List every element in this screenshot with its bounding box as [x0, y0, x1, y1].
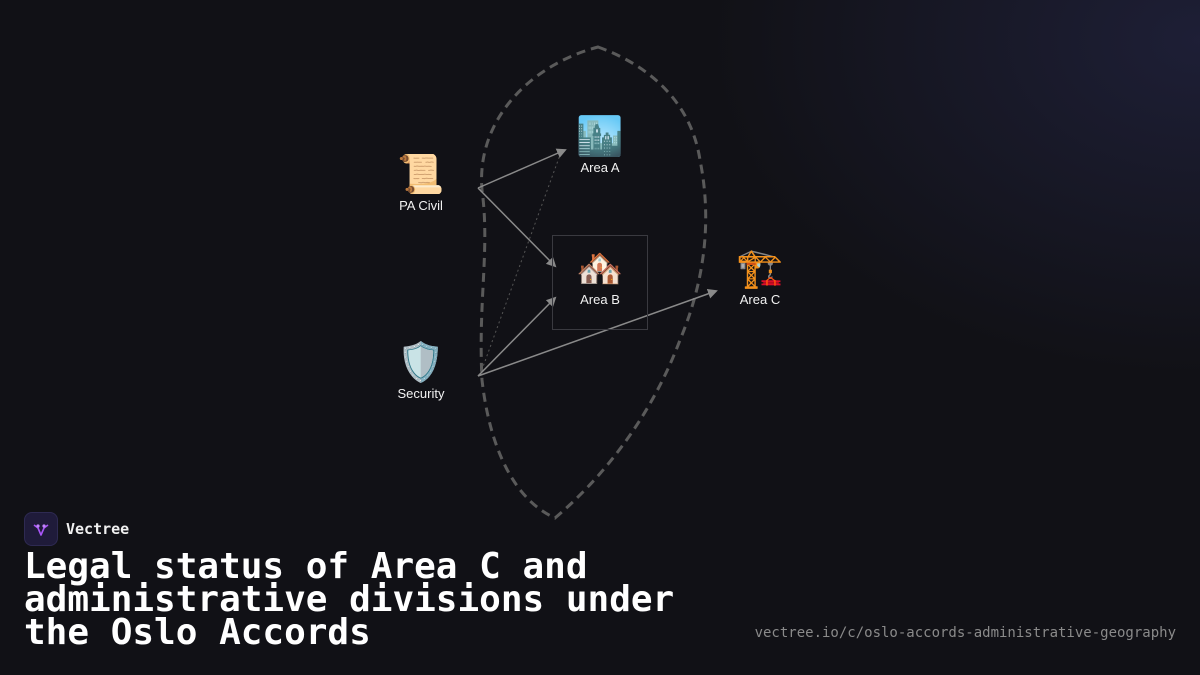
cityscape-icon: 🏙️	[576, 114, 624, 158]
region-outline	[479, 45, 708, 520]
source-url[interactable]: vectree.io/c/oslo-accords-administrative…	[754, 625, 1176, 641]
page-title: Legal status of Area C and administrativ…	[24, 546, 675, 653]
node-security[interactable]: 🛡️ Security	[361, 340, 481, 402]
vectree-logo-icon	[24, 512, 58, 546]
houses-icon: 🏘️	[576, 246, 624, 290]
construction-crane-icon: 🏗️	[736, 246, 784, 290]
node-label: Area B	[580, 292, 620, 307]
node-area-a[interactable]: 🏙️ Area A	[540, 114, 660, 176]
edge-security-to-area-b	[477, 296, 557, 377]
node-area-c[interactable]: 🏗️ Area C	[700, 246, 820, 308]
brand[interactable]: Vectree	[24, 512, 129, 546]
shield-icon: 🛡️	[397, 340, 445, 384]
edge-pa-civil-to-area-b	[477, 187, 557, 268]
area-b-box	[552, 235, 648, 330]
dotted-link-security-area-a	[479, 154, 561, 376]
node-label: Security	[397, 386, 445, 401]
node-label: Area A	[580, 160, 620, 175]
node-area-b[interactable]: 🏘️ Area B	[540, 246, 660, 308]
brand-name: Vectree	[66, 520, 130, 538]
edge-pa-civil-to-area-a	[477, 148, 567, 189]
edge-security-to-area-c	[477, 288, 718, 377]
node-label: PA Civil	[399, 198, 443, 213]
node-label: Area C	[739, 292, 781, 307]
node-pa-civil[interactable]: 📜 PA Civil	[361, 152, 481, 214]
scroll-icon: 📜	[397, 152, 445, 196]
